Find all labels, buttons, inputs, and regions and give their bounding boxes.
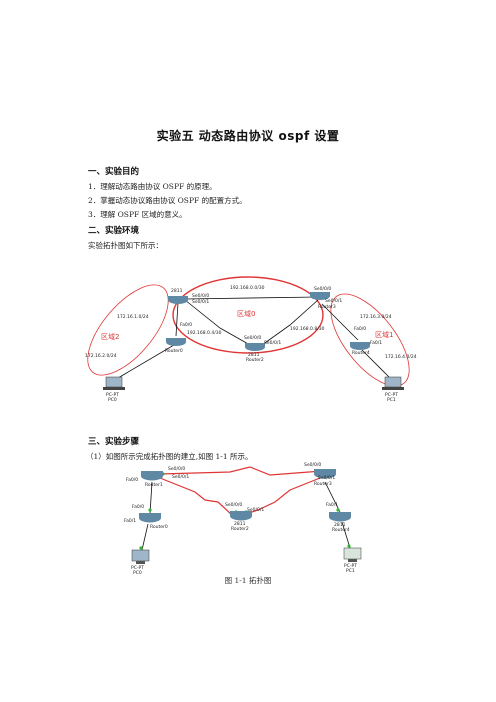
- d2-pc0-name: PC0: [133, 570, 142, 576]
- eth-r3-r4: [324, 481, 341, 513]
- d2-r2-se000: Se0/0/0: [225, 502, 242, 508]
- section-heading-environment: 二、实验环境: [88, 226, 140, 236]
- lan-left-top-label: 172.16.1.0/24: [117, 314, 149, 320]
- router4-icon: [329, 512, 351, 522]
- net-left-label: 192.168.0.4/30: [187, 330, 222, 336]
- net-right-label: 192.168.0.8/30: [290, 326, 325, 332]
- d2-r3-se001: Se0/0/1: [318, 475, 335, 481]
- d2-r1-se001: Se0/0/1: [172, 474, 189, 480]
- d2-pc0-model: PC-PT: [131, 565, 144, 571]
- pc1-icon: [382, 376, 404, 390]
- link-r1-r0: [175, 302, 179, 337]
- d2-r3-se000: Se0/0/0: [304, 462, 321, 468]
- d2-r0-fa00: Fa0/0: [132, 504, 144, 510]
- r3-se000-label: Se0/0/0: [314, 286, 331, 292]
- d2-pc1-name: PC1: [346, 568, 355, 574]
- area2-label: 区域2: [101, 332, 119, 341]
- d2-r3-name: Router3: [314, 481, 332, 487]
- link-r1-r2: [184, 299, 251, 346]
- figure-caption: 图 1-1 拓扑图: [224, 576, 272, 585]
- link-r4-pc1: [361, 349, 391, 379]
- router3-icon: [314, 469, 336, 479]
- eth-r0-pc0: [141, 523, 149, 551]
- purpose-item-3: 3．理解 OSPF 区域的意义。: [88, 210, 187, 219]
- section-heading-steps: 三、实验步骤: [88, 437, 140, 447]
- purpose-item-2: 2．掌握动态协议路由协议 OSPF 的配置方式。: [88, 196, 247, 205]
- d2-r4-fa01: Fa0/1: [326, 502, 338, 508]
- pc0-model-label: PC-PT: [106, 392, 119, 398]
- link-r1-r3: [184, 296, 319, 300]
- d2-r4-model: 2811: [334, 522, 346, 528]
- pc1-model-label: PC-PT: [385, 392, 398, 398]
- r0-fa00-label: Fa0/0: [180, 322, 192, 328]
- eth-r4-pc1: [341, 521, 351, 549]
- r2-se000-label: Se0/0/0: [244, 335, 261, 341]
- router-r0-icon: [166, 338, 186, 346]
- link-r3-r2: [261, 299, 319, 346]
- environment-intro: 实验拓扑图如下所示：: [88, 241, 163, 250]
- r4-name-label: Router4: [352, 350, 370, 356]
- area0-label: 区域0: [237, 309, 255, 318]
- document-title: 实验五 动态路由协议 ospf 设置: [156, 129, 340, 143]
- r1-se000-label: Se0/0/0: [192, 293, 209, 299]
- area0-ellipse: [172, 276, 324, 354]
- d2-r0-fa01: Fa0/1: [124, 518, 136, 524]
- r1-se001-label: Se0/0/1: [192, 299, 209, 305]
- pc0-icon-2: [131, 549, 150, 564]
- r4-fa00-label: Fa0/0: [354, 326, 366, 332]
- area1-label: 区域1: [375, 330, 393, 339]
- serial-r3-r2: [245, 477, 321, 515]
- area2-ellipse: [87, 284, 169, 376]
- router-r1-icon: [168, 296, 188, 304]
- lan-right-bottom-label: 172.16.4.0/24: [385, 354, 417, 360]
- r1-model-label: 2811: [171, 288, 183, 294]
- r3-name-label: Router3: [318, 304, 336, 310]
- link-r3-r4: [321, 303, 359, 341]
- section-heading-purpose: 一、实验目的: [88, 167, 140, 177]
- area1-ellipse: [330, 293, 410, 387]
- d2-r4-name: Router4: [332, 527, 350, 533]
- serial-r1-r3: [159, 466, 323, 476]
- d2-pc1-model: PC-PT: [344, 563, 357, 569]
- purpose-item-1: 1．理解动态路由协议 OSPF 的原理。: [88, 182, 217, 191]
- pc0-icon: [103, 376, 125, 390]
- r4-fa01-label: Fa0/1: [370, 340, 382, 346]
- d2-r1-fa00: Fa0/0: [126, 477, 138, 483]
- r3-se001-label: Se0/0/1: [325, 298, 342, 304]
- router0-icon: [139, 513, 161, 523]
- r2-name-label: Router2: [246, 357, 264, 363]
- r2-se001-label: Se0/0/1: [264, 340, 281, 346]
- r0-name-label: Router0: [165, 348, 183, 354]
- router2-icon: [230, 511, 252, 521]
- r2-model-label: 2811: [248, 352, 260, 358]
- d2-r2-model: 2811: [234, 521, 246, 527]
- pc1-icon-2: [343, 547, 362, 562]
- router-r3-icon: [310, 292, 330, 300]
- d2-r2-name: Router2: [231, 526, 249, 532]
- d2-r1-se000: Se0/0/0: [168, 466, 185, 472]
- step-1-text: （1）如图所示完成拓扑图的建立,如图 1-1 所示。: [86, 452, 253, 461]
- lan-right-top-label: 172.16.3.0/24: [360, 314, 392, 320]
- lan-left-bottom-label: 172.16.2.0/24: [85, 353, 117, 359]
- pc0-name-label: PC0: [108, 397, 117, 403]
- pc1-name-label: PC1: [387, 397, 396, 403]
- net-top-label: 192.168.0.0/30: [230, 285, 265, 291]
- d2-r1-name: Router1: [145, 482, 163, 488]
- router-r2-icon: [245, 343, 265, 351]
- link-r0-pc0: [117, 344, 175, 379]
- d2-r2-se001: Se0/0/1: [247, 507, 264, 513]
- router-r4-icon: [350, 342, 370, 350]
- serial-r1-r2: [159, 477, 233, 516]
- d2-r0-name: Router0: [150, 524, 168, 530]
- router1-icon: [141, 471, 163, 481]
